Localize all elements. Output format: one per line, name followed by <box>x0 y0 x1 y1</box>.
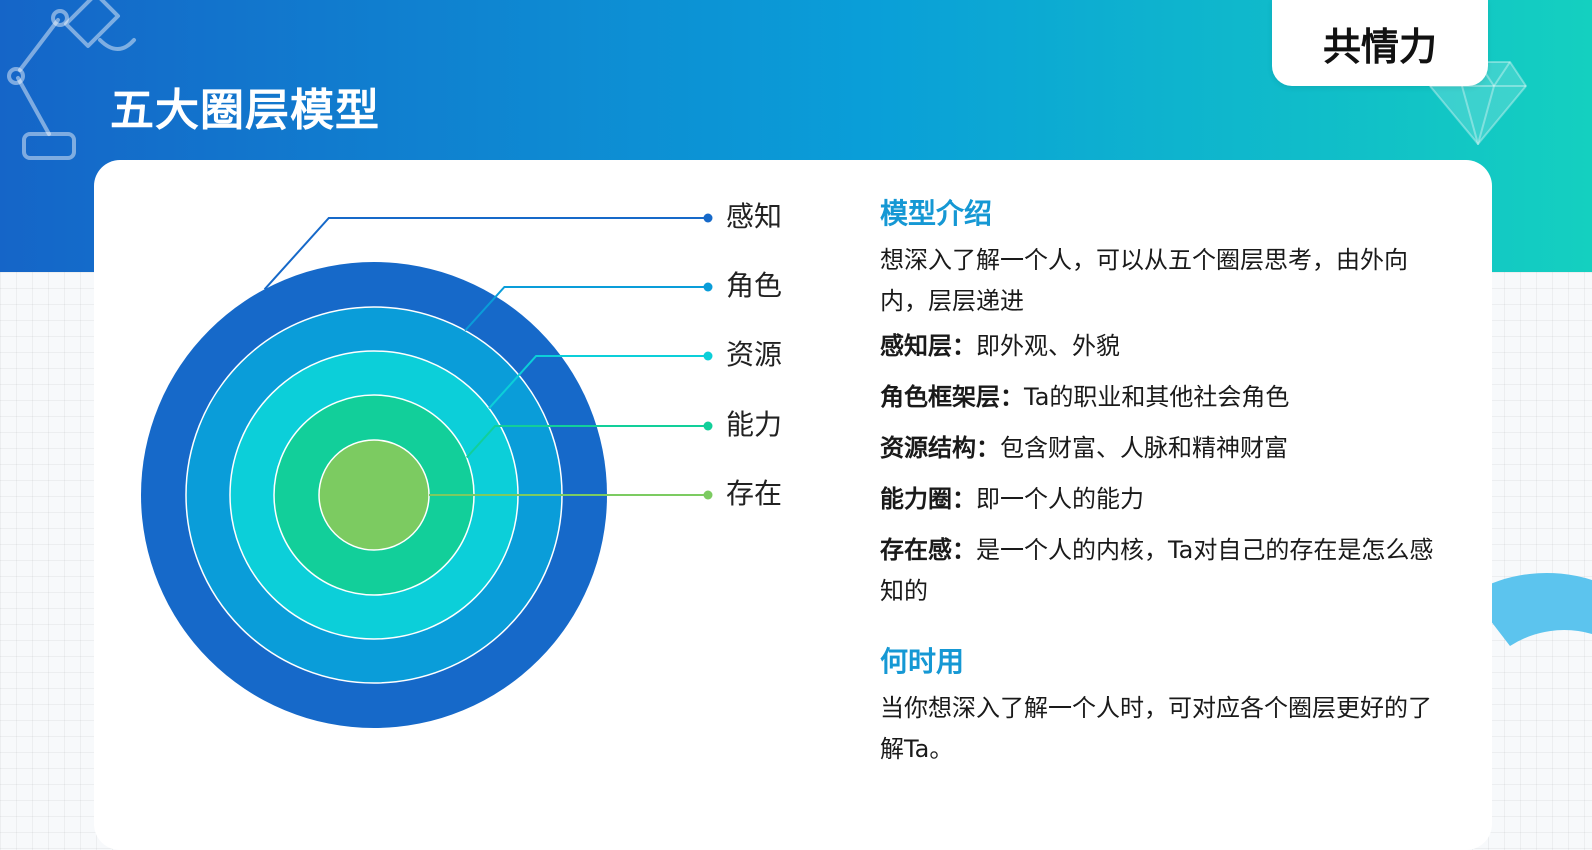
usage-heading: 何时用 <box>880 645 965 678</box>
leader-dot-2 <box>703 282 713 292</box>
layer-desc: 是一个人的内核，Ta对自己的存在是怎么感知的 <box>880 536 1434 605</box>
leader-line-1 <box>263 217 708 290</box>
ring-label-2: 角色 <box>726 269 782 302</box>
leader-line-3 <box>488 355 708 409</box>
desk-lamp-icon <box>7 0 136 160</box>
ring-label-4: 能力 <box>726 408 782 441</box>
ring-label-1: 感知 <box>726 200 782 233</box>
leader-dot-1 <box>703 213 713 223</box>
layer-term: 存在感： <box>880 536 976 564</box>
layer-item-existence: 存在感：是一个人的内核，Ta对自己的存在是怎么感知的 <box>880 530 1440 612</box>
layer-desc: Ta的职业和其他社会角色 <box>1024 383 1290 411</box>
info-panel: 模型介绍 想深入了解一个人，可以从五个圈层思考，由外向内，层层递进 感知层：即外… <box>880 194 1440 770</box>
intro-text: 想深入了解一个人，可以从五个圈层思考，由外向内，层层递进 <box>880 246 1408 315</box>
leader-dot-4 <box>703 421 713 431</box>
leader-dot-5 <box>703 490 713 500</box>
layer-term: 感知层： <box>880 332 976 360</box>
layer-item-perception: 感知层：即外观、外貌 <box>880 326 1440 367</box>
layer-desc: 包含财富、人脉和精神财富 <box>1000 434 1288 462</box>
ring-5 <box>318 439 430 551</box>
layer-term: 角色框架层： <box>880 383 1024 411</box>
layer-term: 能力圈： <box>880 485 976 513</box>
leader-line-4 <box>465 425 708 459</box>
layer-item-resource: 资源结构：包含财富、人脉和精神财富 <box>880 428 1440 469</box>
leader-line-2 <box>464 286 708 332</box>
page-title: 五大圈层模型 <box>110 85 380 136</box>
usage-text: 当你想深入了解一个人时，可对应各个圈层更好的了解Ta。 <box>880 694 1432 763</box>
ring-label-5: 存在 <box>726 477 782 510</box>
layer-list: 感知层：即外观、外貌 角色框架层：Ta的职业和其他社会角色 资源结构：包含财富、… <box>880 326 1440 612</box>
layer-term: 资源结构： <box>880 434 1000 462</box>
intro-heading: 模型介绍 <box>880 197 993 230</box>
layer-desc: 即一个人的能力 <box>976 485 1144 513</box>
leader-dot-3 <box>703 351 713 361</box>
layer-item-ability: 能力圈：即一个人的能力 <box>880 479 1440 520</box>
ring-label-3: 资源 <box>726 338 782 371</box>
corner-arc-decoration <box>1470 572 1592 646</box>
layer-item-role: 角色框架层：Ta的职业和其他社会角色 <box>880 377 1440 418</box>
topic-tag: 共情力 <box>1272 0 1488 86</box>
layer-desc: 即外观、外貌 <box>976 332 1120 360</box>
